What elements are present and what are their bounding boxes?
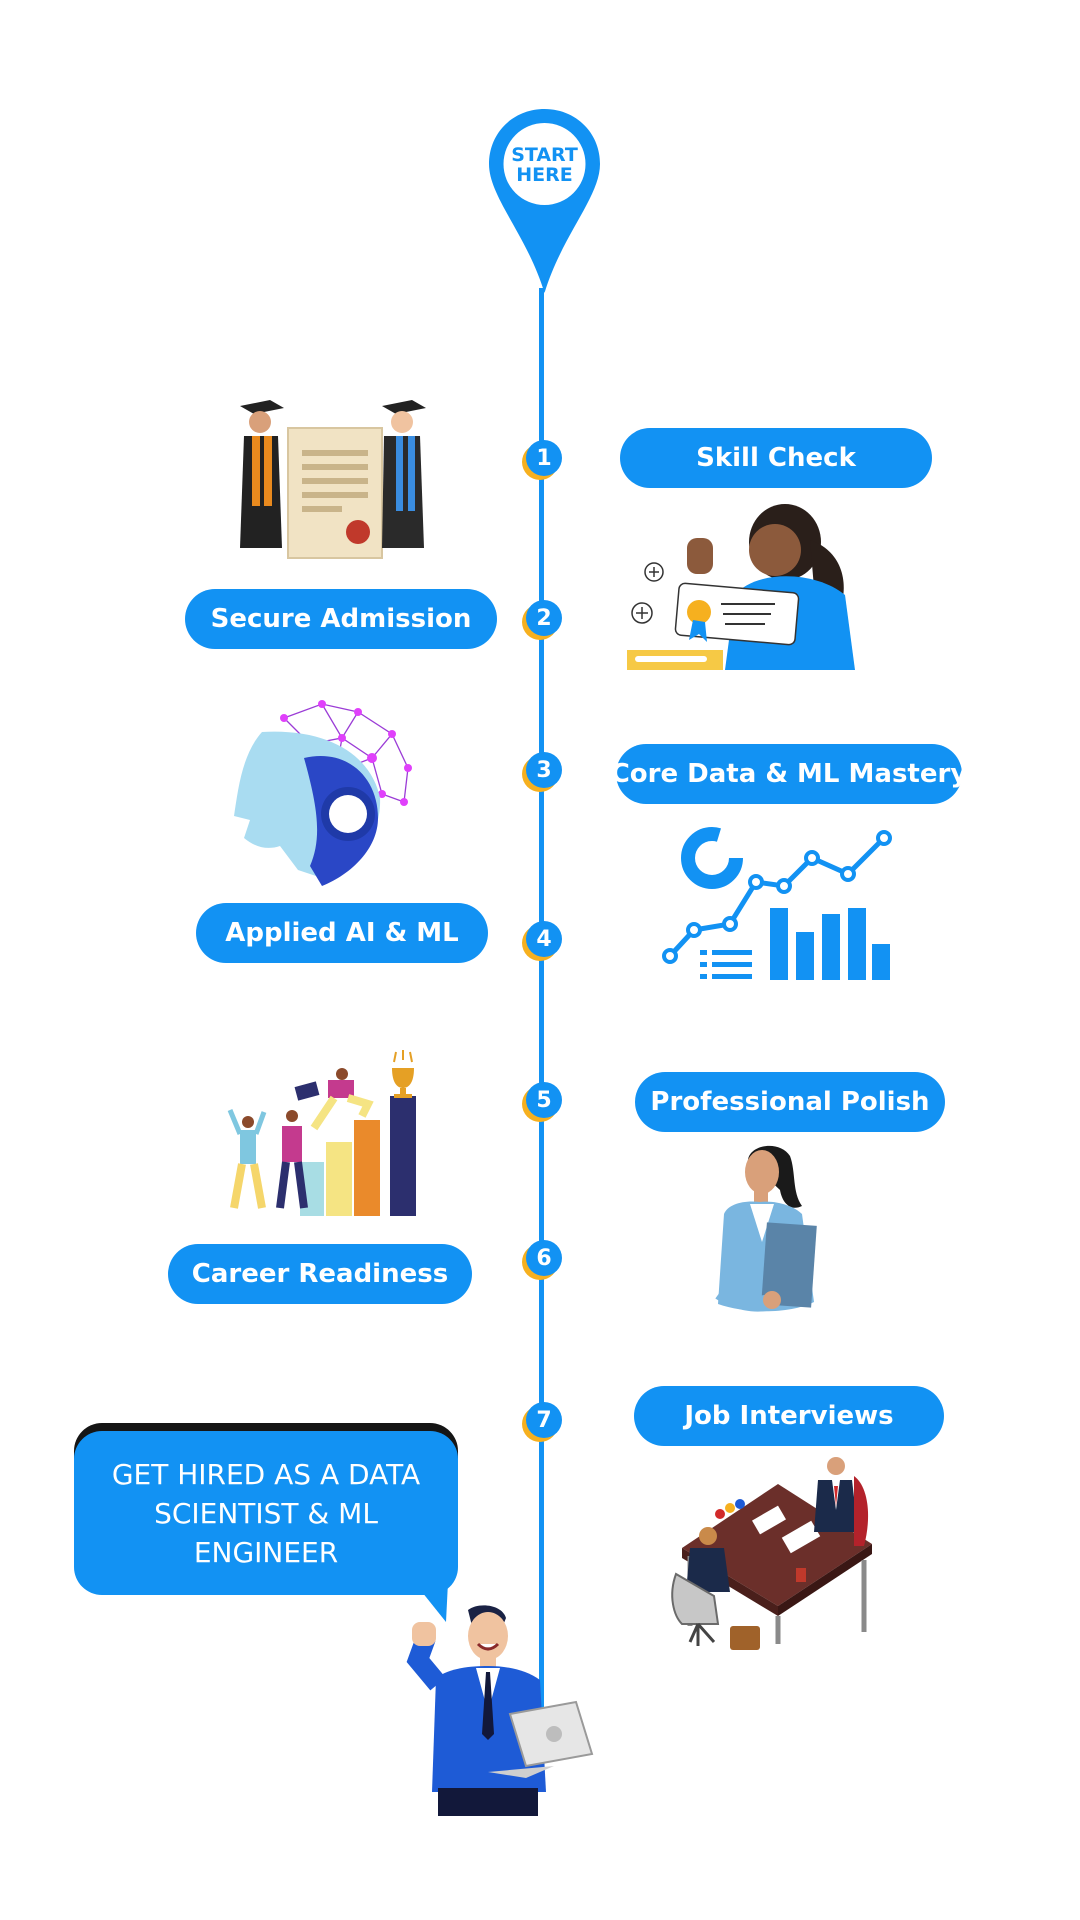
location-pin-icon [489, 109, 600, 293]
step-label-professional-polish: Professional Polish [635, 1072, 945, 1132]
certificate-woman-illustration [627, 504, 855, 670]
analytics-charts-icon [662, 827, 892, 980]
step-label-secure-admission: Secure Admission [185, 589, 497, 649]
job-interview-illustration [671, 1457, 872, 1650]
goal-speech-bubble: GET HIRED AS A DATA SCIENTIST & ML ENGIN… [74, 1431, 458, 1595]
step-badge-5: 5 [522, 1082, 562, 1122]
step-label-applied-ai-ml: Applied AI & ML [196, 903, 488, 963]
step-label-core-data-ml: Core Data & ML Mastery [611, 744, 967, 804]
graduates-diploma-illustration [240, 400, 426, 559]
professional-woman-illustration [715, 1145, 817, 1312]
career-growth-illustration [227, 1050, 416, 1216]
timeline-line [539, 288, 544, 1708]
step-badge-4: 4 [522, 921, 562, 961]
ai-robot-head-illustration [234, 700, 412, 886]
start-here-label: START HERE [511, 144, 578, 186]
step-label-career-readiness: Career Readiness [168, 1244, 472, 1304]
step-label-skill-check: Skill Check [620, 428, 932, 488]
step-badge-6: 6 [522, 1240, 562, 1280]
step-badge-2: 2 [522, 600, 562, 640]
celebrating-hired-man-illustration [406, 1605, 594, 1816]
step-badge-3: 3 [522, 752, 562, 792]
step-badge-7: 7 [522, 1402, 562, 1442]
step-label-job-interviews: Job Interviews [634, 1386, 944, 1446]
step-badge-1: 1 [522, 440, 562, 480]
